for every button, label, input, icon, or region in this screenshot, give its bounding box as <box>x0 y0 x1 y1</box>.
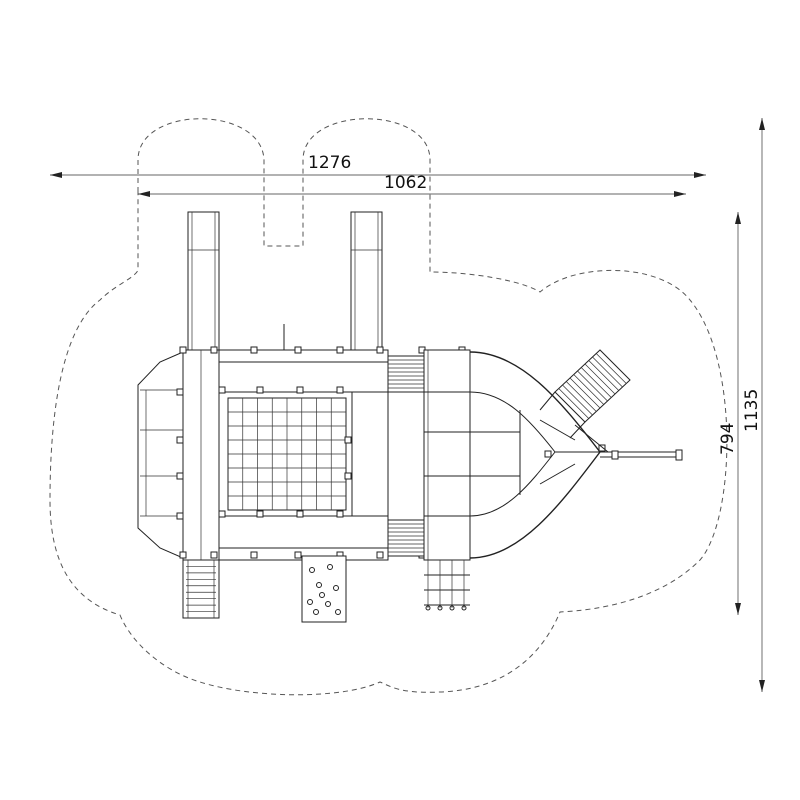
climbing-wall <box>301 555 347 623</box>
frame-post <box>250 346 258 354</box>
frame-post <box>218 510 226 518</box>
climbing-hold <box>319 592 325 598</box>
frame-post <box>294 346 302 354</box>
diagonal-step <box>558 388 589 419</box>
frame-post <box>176 472 184 480</box>
frame-post <box>176 388 184 396</box>
climbing-hold <box>316 582 322 588</box>
rope-knot <box>449 605 455 611</box>
diagonal-stair <box>539 349 631 439</box>
diagonal-step <box>562 384 593 416</box>
frame-post <box>179 551 187 559</box>
frame-post <box>376 551 384 559</box>
rope-knot <box>437 605 443 611</box>
left-side-panel <box>137 351 184 559</box>
bottom-stair-bridge <box>387 519 425 557</box>
main-deck-frame <box>182 349 389 561</box>
left-ladder <box>182 559 220 619</box>
left-chimney-beam <box>187 211 220 353</box>
frame-post <box>256 386 264 394</box>
rope-ladder <box>424 559 470 611</box>
frame-post <box>179 346 187 354</box>
top-stair-bridge <box>387 355 425 393</box>
frame-post <box>218 386 226 394</box>
dimension-label-1062: 1062 <box>384 173 427 193</box>
dimension-label-794: 794 <box>718 423 738 455</box>
frame-post <box>336 510 344 518</box>
diagonal-step <box>584 363 616 395</box>
diagonal-step <box>588 360 619 391</box>
dimension-label-1135: 1135 <box>742 389 762 432</box>
rope-knot <box>461 605 467 611</box>
diagonal-step <box>566 381 597 412</box>
rope-knot <box>425 605 431 611</box>
safety-zone-outline <box>49 118 728 696</box>
frame-post <box>210 346 218 354</box>
dimension-equipment-width: 1062 <box>138 173 686 197</box>
frame-post <box>344 472 352 480</box>
frame-post <box>176 512 184 520</box>
frame-post <box>296 510 304 518</box>
frame-post <box>598 444 606 452</box>
diagonal-step <box>569 377 601 409</box>
frame-post <box>336 346 344 354</box>
right-chimney-beam <box>350 211 383 353</box>
frame-post <box>210 551 218 559</box>
climbing-hold <box>333 585 339 591</box>
climbing-hold <box>327 564 333 570</box>
diagonal-step <box>573 374 604 405</box>
diagonal-step <box>592 356 623 388</box>
climbing-hold <box>313 609 319 615</box>
climbing-hold <box>307 599 313 605</box>
climbing-net <box>227 397 347 511</box>
frame-post <box>176 436 184 444</box>
frame-post <box>376 346 384 354</box>
bowsprit <box>600 449 683 461</box>
diagonal-step <box>596 353 627 384</box>
diagonal-step <box>581 367 612 398</box>
dimension-label-1276: 1276 <box>308 153 351 173</box>
frame-post <box>250 551 258 559</box>
frame-post <box>336 386 344 394</box>
diagonal-step <box>577 370 608 402</box>
frame-post <box>344 436 352 444</box>
bow-deck <box>423 349 609 561</box>
dimension-safety-depth: 1135 <box>742 118 765 692</box>
frame-post <box>296 386 304 394</box>
frame-post <box>294 551 302 559</box>
frame-post <box>544 450 552 458</box>
dimension-safety-width: 1276 <box>50 153 706 178</box>
dimension-equipment-depth: 794 <box>718 212 741 615</box>
climbing-hold <box>335 609 341 615</box>
frame-post <box>256 510 264 518</box>
climbing-hold <box>325 601 331 607</box>
climbing-hold <box>309 567 315 573</box>
